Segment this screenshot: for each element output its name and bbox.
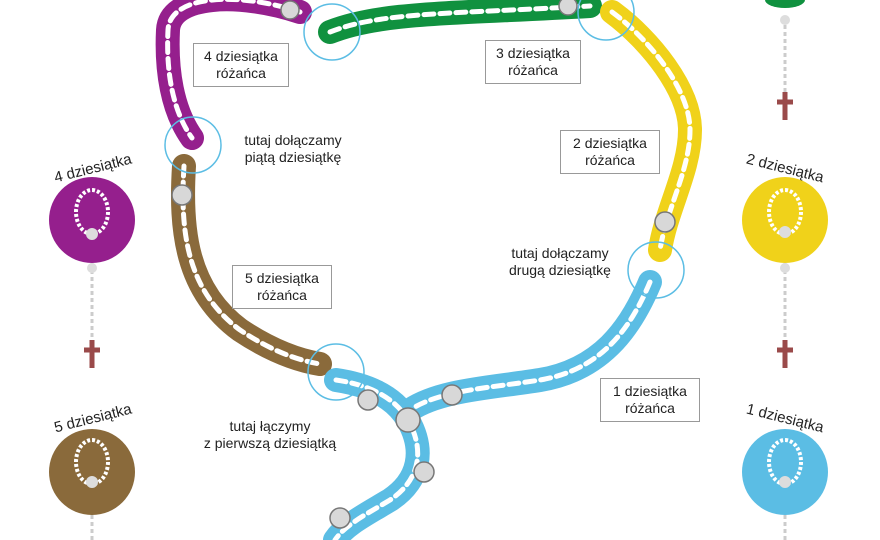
callout-line: różańca [508, 62, 558, 78]
join-rings [164, 0, 685, 401]
decade-2-disc [742, 177, 828, 263]
note-line: tutaj dołączamy [244, 132, 342, 148]
mini-rosary-right-middle [742, 177, 828, 368]
callout-line: 4 dziesiątka [204, 48, 278, 64]
mini-medal [779, 226, 791, 238]
mini-medal [780, 15, 790, 25]
join-ring [577, 0, 635, 41]
medal [654, 211, 676, 233]
medal [441, 384, 463, 406]
mini-medal [86, 476, 98, 488]
mini-ring [767, 188, 803, 236]
mini-medal [86, 228, 98, 240]
join-ring [164, 116, 222, 174]
note-fifth-decade: tutaj dołączamy piątą dziesiątkę [228, 132, 358, 166]
medal [357, 389, 379, 411]
callout-line: różańca [216, 65, 266, 81]
cross-icon [777, 340, 793, 368]
callout-decade-3: 3 dziesiątka różańca [485, 40, 581, 84]
decade-5-disc [49, 429, 135, 515]
note-line: drugą dziesiątkę [509, 262, 611, 278]
connector-chain [332, 377, 421, 540]
mini-rosary-left-top [49, 177, 135, 368]
medal [171, 184, 193, 206]
note-second-decade: tutaj dołączamy drugą dziesiątkę [495, 245, 625, 279]
mini-ring [74, 188, 110, 236]
callout-line: różańca [625, 400, 675, 416]
medal [558, 0, 578, 16]
callout-line: różańca [257, 287, 307, 303]
callout-line: różańca [585, 152, 635, 168]
medal [329, 507, 351, 529]
decade-2-chain [609, 9, 693, 253]
callout-decade-5: 5 dziesiątka różańca [232, 265, 332, 309]
callout-line: 1 dziesiątka [613, 383, 687, 399]
mini-ring [74, 438, 110, 486]
decade-5-chain [180, 163, 323, 367]
cross-icon [84, 340, 100, 368]
medals [171, 0, 676, 529]
decade-4-disc [49, 177, 135, 263]
callout-decade-2: 2 dziesiątka różańca [560, 130, 660, 174]
note-line: tutaj łączymy [229, 418, 311, 434]
note-line: z pierwszą dziesiątką [203, 435, 337, 451]
mini-medal [780, 263, 790, 273]
callout-decade-4: 4 dziesiątka różańca [193, 43, 289, 87]
join-ring [303, 3, 361, 61]
callout-line: 5 dziesiątka [245, 270, 319, 286]
decade-3-disc [765, 0, 805, 8]
mini-rosary-right-bottom [742, 429, 828, 540]
medal [395, 407, 421, 433]
join-ring [627, 241, 685, 299]
join-ring [307, 343, 365, 401]
decade-4-chain [165, 0, 303, 141]
medal [280, 0, 300, 20]
note-first-decade: tutaj łączymy z pierwszą dziesiątką [195, 418, 345, 452]
medal [413, 461, 435, 483]
decade-3-chain [327, 3, 593, 35]
mini-rosary-right-top [765, 0, 805, 120]
mini-rosary-left-bottom [49, 429, 135, 540]
mini-ring [767, 438, 803, 486]
mini-medal [779, 476, 791, 488]
callout-decade-1: 1 dziesiątka różańca [600, 378, 700, 422]
callout-line: 2 dziesiątka [573, 135, 647, 151]
decade-1-disc [742, 429, 828, 515]
cross-icon [777, 92, 793, 120]
mini-medal [87, 263, 97, 273]
callout-line: 3 dziesiątka [496, 45, 570, 61]
note-line: piątą dziesiątkę [244, 149, 342, 165]
note-line: tutaj dołączamy [511, 245, 609, 261]
